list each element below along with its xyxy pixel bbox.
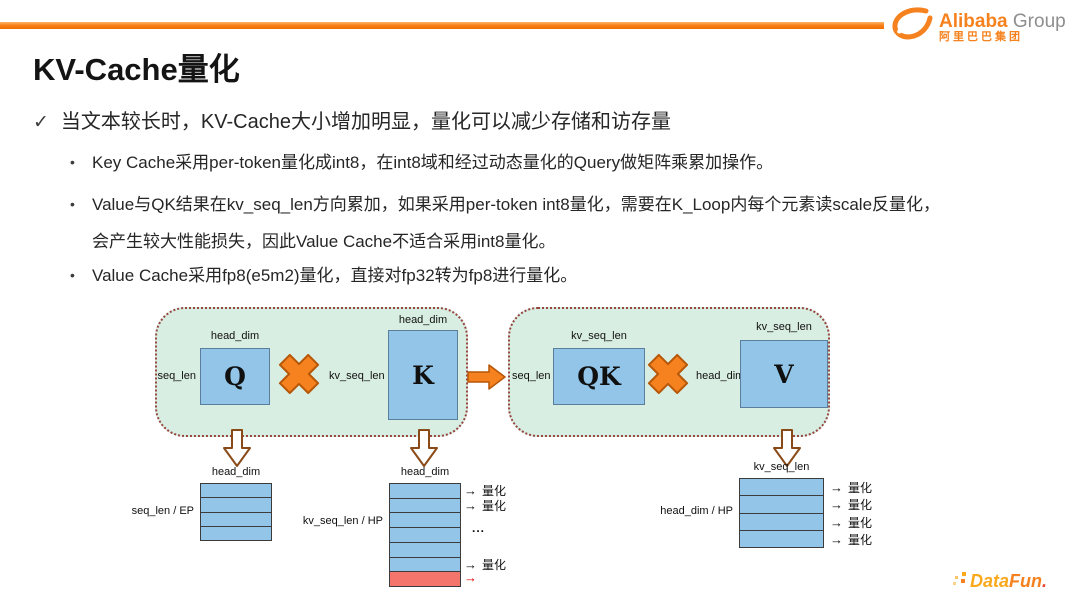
table-row	[201, 498, 271, 513]
q-left-dim-label: seq_len	[157, 370, 196, 382]
sub-bullet-3: • Value Cache采用fp8(e5m2)量化，直接对fp32转为fp8进行…	[70, 261, 577, 286]
quantize-annotation: → 量化	[464, 556, 506, 573]
table-row	[390, 513, 460, 529]
v-cache-left-label: head_dim / HP	[660, 505, 733, 517]
quantize-arrow-icon: →	[464, 483, 477, 498]
datafun-text-2: Fun	[1009, 571, 1043, 591]
table-row-fp-residual	[390, 572, 460, 587]
quantize-label: 量化	[482, 484, 507, 498]
table-row	[740, 530, 823, 547]
matrix-k: K	[388, 330, 458, 420]
q-top-dim-label: head_dim	[210, 330, 260, 342]
quantize-arrow-icon: →	[464, 557, 477, 572]
bullet-dot-icon: •	[70, 154, 75, 170]
quantize-label: 量化	[482, 499, 507, 513]
table-row	[390, 528, 460, 543]
quantize-annotation: → 量化	[830, 496, 872, 513]
quantize-arrow-icon: →	[464, 498, 477, 513]
matrix-v: V	[740, 340, 828, 408]
quantize-annotation: → 量化	[830, 531, 872, 548]
flow-arrow-icon	[467, 363, 507, 396]
sub-bullet-2-continuation: 会产生较大性能损失，因此Value Cache不适合采用int8量化。	[92, 227, 556, 252]
alibaba-smiley-icon	[890, 5, 936, 50]
down-arrow-icon	[223, 429, 251, 472]
q-cache-left-label: seq_len / EP	[131, 505, 194, 517]
sub-bullet-1-text: Key Cache采用per-token量化成int8，在int8域和经过动态量…	[92, 153, 774, 172]
down-arrow-icon	[773, 429, 801, 472]
table-row	[390, 557, 460, 573]
v-cache-table	[739, 478, 824, 548]
quantize-arrow-icon: →	[830, 497, 843, 512]
v-top-dim-label: kv_seq_len	[756, 321, 812, 333]
qk-left-dim-label: seq_len	[512, 370, 551, 382]
alibaba-logo: Alibaba Group 阿里巴巴集团	[890, 5, 1066, 50]
main-bullet: ✓ 当文本较长时，KV-Cache大小增加明显，量化可以减少存储和访存量	[33, 105, 671, 134]
table-row	[740, 513, 823, 531]
table-row	[201, 512, 271, 527]
quantize-arrow-icon: →	[830, 532, 843, 547]
quantize-label: 量化	[848, 498, 873, 512]
bullet-dot-icon: •	[70, 196, 75, 212]
quantize-annotation: → 量化	[464, 482, 506, 499]
table-row	[201, 484, 271, 499]
checkmark-icon: ✓	[33, 112, 49, 133]
alibaba-brand-text: Alibaba	[939, 10, 1008, 32]
quantize-label: 量化	[848, 533, 873, 547]
quantize-arrow-icon: →	[830, 515, 843, 530]
table-row	[740, 496, 823, 514]
datafun-pixels-icon	[952, 571, 968, 592]
qk-top-dim-label: kv_seq_len	[571, 330, 627, 342]
table-row	[201, 526, 271, 540]
sub-bullet-2-text-line2: 会产生较大性能损失，因此Value Cache不适合采用int8量化。	[92, 232, 556, 251]
sub-bullet-2-text: Value与QK结果在kv_seq_len方向累加，如果采用per-token …	[92, 195, 941, 214]
quantize-arrow-icon: →	[830, 480, 843, 495]
datafun-text-1: Data	[970, 571, 1010, 591]
multiply-icon	[646, 352, 690, 401]
down-arrow-icon	[410, 429, 438, 472]
k-cache-top-label: head_dim	[400, 466, 450, 478]
main-bullet-text: 当文本较长时，KV-Cache大小增加明显，量化可以减少存储和访存量	[60, 111, 671, 133]
quantize-annotation: → 量化	[830, 479, 872, 496]
table-row	[390, 542, 460, 558]
table-row	[390, 498, 460, 514]
quantize-label: 量化	[848, 516, 873, 530]
v-left-dim-label: head_dim	[696, 370, 745, 382]
sub-bullet-3-text: Value Cache采用fp8(e5m2)量化，直接对fp32转为fp8进行量…	[92, 266, 578, 285]
k-left-dim-label: kv_seq_len	[329, 370, 385, 382]
quantize-label: 量化	[848, 481, 873, 495]
page-title: KV-Cache量化	[33, 52, 240, 87]
v-cache-top-label: kv_seq_len	[753, 461, 810, 473]
ellipsis-label: ...	[472, 521, 486, 535]
quantize-annotation: → 量化	[830, 514, 872, 531]
accent-bar	[0, 22, 884, 29]
sub-bullet-1: • Key Cache采用per-token量化成int8，在int8域和经过动态…	[70, 148, 773, 173]
k-cache-table	[389, 483, 461, 587]
k-cache-left-label: kv_seq_len / HP	[302, 515, 383, 527]
red-arrow-icon: →	[464, 570, 477, 585]
datafun-dot: .	[1042, 571, 1048, 591]
alibaba-group-text: Group	[1012, 10, 1066, 32]
sub-bullet-2: • Value与QK结果在kv_seq_len方向累加，如果采用per-token…	[70, 190, 940, 215]
bullet-dot-icon: •	[70, 267, 75, 283]
red-arrow-annotation: →	[464, 570, 477, 585]
quantize-label: 量化	[482, 558, 507, 572]
q-cache-top-label: head_dim	[211, 466, 261, 478]
q-cache-table	[200, 483, 272, 541]
quantize-annotation: → 量化	[464, 497, 506, 514]
alibaba-wordmark: Alibaba Group 阿里巴巴集团	[939, 10, 1066, 43]
matrix-q: Q	[200, 348, 270, 405]
matrix-qk: QK	[553, 348, 645, 405]
table-row	[390, 484, 460, 499]
multiply-icon	[277, 352, 321, 401]
k-top-dim-label: head_dim	[398, 314, 448, 326]
table-row	[740, 479, 823, 497]
alibaba-chinese-text: 阿里巴巴集团	[939, 30, 1023, 43]
